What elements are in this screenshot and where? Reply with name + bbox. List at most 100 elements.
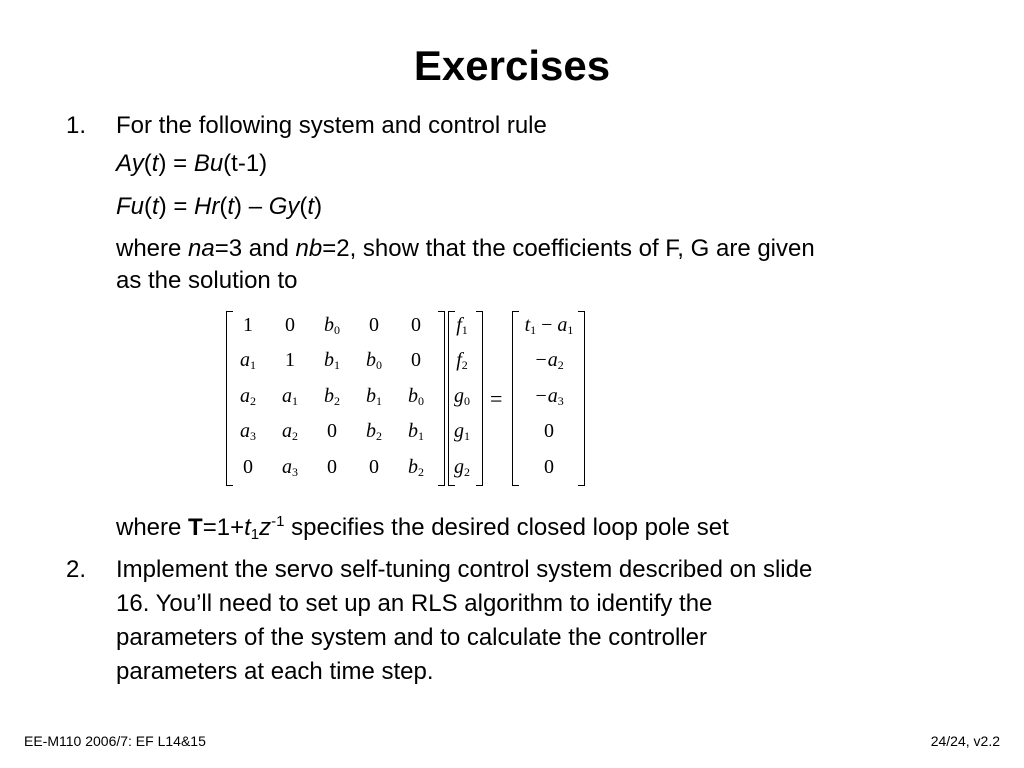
matrix-symbol: 0 — [369, 314, 379, 336]
unknown-cell: g1 — [442, 419, 482, 443]
unknown-cell: f1 — [442, 313, 482, 337]
eq-term: ) = — [158, 193, 195, 220]
matrix-symbol: 0 — [411, 314, 421, 336]
item-2-number: 2. — [66, 556, 87, 583]
text-run: =3 and — [214, 235, 296, 262]
unknown-vector-left-bracket — [448, 311, 455, 486]
eq-term: ) — [314, 193, 323, 220]
eq-term: (t-1) — [223, 150, 268, 177]
matrix-symbol: b — [408, 420, 418, 442]
matrix-cell: a1 — [270, 384, 310, 408]
matrix-symbol: a — [557, 314, 568, 336]
eq-term: Gy — [268, 193, 300, 220]
rhs-vector-right-bracket — [578, 311, 585, 486]
matrix-cell: a2 — [228, 384, 268, 408]
text-run: na — [188, 235, 215, 262]
matrix-subscript: 2 — [557, 358, 564, 372]
matrix-cell: b0 — [396, 384, 436, 408]
control-rule-equation: Fu(t) = Hr(t) – Gy(t) — [116, 192, 322, 222]
rhs-cell: −a3 — [520, 384, 578, 408]
matrix-symbol: −a — [534, 349, 558, 371]
eq-term: t — [152, 193, 159, 220]
eq-term: ( — [299, 193, 308, 220]
matrix-symbol: b — [366, 349, 376, 371]
matrix-subscript: 0 — [376, 358, 382, 372]
text-run: T — [188, 514, 203, 541]
matrix-symbol: 0 — [411, 349, 421, 371]
matrix-symbol: a — [282, 456, 292, 478]
matrix-subscript: 2 — [464, 465, 470, 479]
matrix-subscript: 2 — [418, 465, 424, 479]
matrix-symbol: 0 — [327, 456, 337, 478]
matrix-symbol: −a — [534, 385, 558, 407]
matrix-subscript: 0 — [418, 394, 424, 408]
item-2-line: parameters of the system and to calculat… — [116, 624, 707, 651]
matrix-symbol: 0 — [243, 456, 253, 478]
matrix-symbol: 0 — [285, 314, 295, 336]
item-2-line: parameters at each time step. — [116, 658, 434, 685]
matrix-symbol: f — [456, 314, 462, 336]
matrix-cell: 0 — [396, 313, 436, 337]
matrix-symbol: 0 — [327, 420, 337, 442]
rhs-vector-left-bracket — [512, 311, 519, 486]
footer-course-label: EE-M110 2006/7: EF L14&15 — [24, 733, 206, 749]
matrix-cell: 1 — [270, 348, 310, 372]
matrix-cell: 0 — [270, 313, 310, 337]
item-1-intro: For the following system and control rul… — [116, 112, 547, 139]
matrix-symbol: 1 — [243, 314, 253, 336]
matrix-symbol: a — [240, 385, 250, 407]
matrix-cell: 1 — [228, 313, 268, 337]
rhs-cell: 0 — [520, 455, 578, 479]
pole-set-line: where T=1+t1z-1 specifies the desired cl… — [116, 513, 729, 543]
matrix-left-bracket — [226, 311, 233, 486]
matrix-right-bracket — [438, 311, 445, 486]
matrix-symbol: b — [324, 314, 334, 336]
matrix-symbol: a — [240, 349, 250, 371]
superscript: -1 — [271, 513, 285, 530]
text-run: where — [116, 514, 189, 541]
unknown-vector-right-bracket — [476, 311, 483, 486]
matrix-symbol: b — [366, 385, 376, 407]
eq-term: t — [307, 193, 315, 220]
rhs-cell: 0 — [520, 419, 578, 443]
matrix-symbol: a — [282, 385, 292, 407]
matrix-symbol: g — [454, 456, 464, 478]
eq-term: t — [227, 193, 235, 220]
matrix-symbol: f — [456, 349, 462, 371]
eq-term: Fu — [116, 193, 145, 220]
unknown-cell: g0 — [442, 384, 482, 408]
equals-sign: = — [490, 386, 503, 411]
matrix-symbol: 0 — [369, 456, 379, 478]
eq-term: ) – — [234, 193, 269, 220]
eq-term: ( — [143, 150, 152, 177]
matrix-subscript: 3 — [250, 429, 256, 443]
where-line: where na=3 and nb=2, show that the coeff… — [116, 234, 815, 264]
system-equation: Ay(t) = Bu(t-1) — [116, 149, 267, 179]
matrix-cell: a3 — [270, 455, 310, 479]
matrix-subscript: 0 — [464, 394, 470, 408]
eq-term: ( — [144, 193, 153, 220]
matrix-cell: a3 — [228, 419, 268, 443]
matrix-subscript: 1 — [530, 323, 537, 337]
matrix-subscript: 1 — [418, 429, 424, 443]
matrix-cell: 0 — [312, 455, 352, 479]
eq-term: Hr — [194, 193, 220, 220]
unknown-cell: g2 — [442, 455, 482, 479]
matrix-symbol: g — [454, 385, 464, 407]
matrix-subscript: 1 — [567, 323, 574, 337]
rhs-cell: −a2 — [520, 348, 578, 372]
item-2-line: 16. You’ll need to set up an RLS algorit… — [116, 590, 713, 617]
matrix-cell: b2 — [312, 384, 352, 408]
matrix-cell: b0 — [312, 313, 352, 337]
matrix-symbol: t — [524, 314, 531, 336]
matrix-cell: b2 — [354, 419, 394, 443]
matrix-cell: b1 — [312, 348, 352, 372]
rhs-cell: t1 − a1 — [520, 313, 578, 337]
item-2-line: Implement the servo self-tuning control … — [116, 556, 813, 583]
matrix-cell: 0 — [354, 313, 394, 337]
subscript: 1 — [250, 526, 260, 543]
text-run: =2, show that the coefficients of F, G a… — [322, 235, 815, 262]
matrix-subscript: 1 — [376, 394, 382, 408]
matrix-subscript: 1 — [464, 429, 470, 443]
